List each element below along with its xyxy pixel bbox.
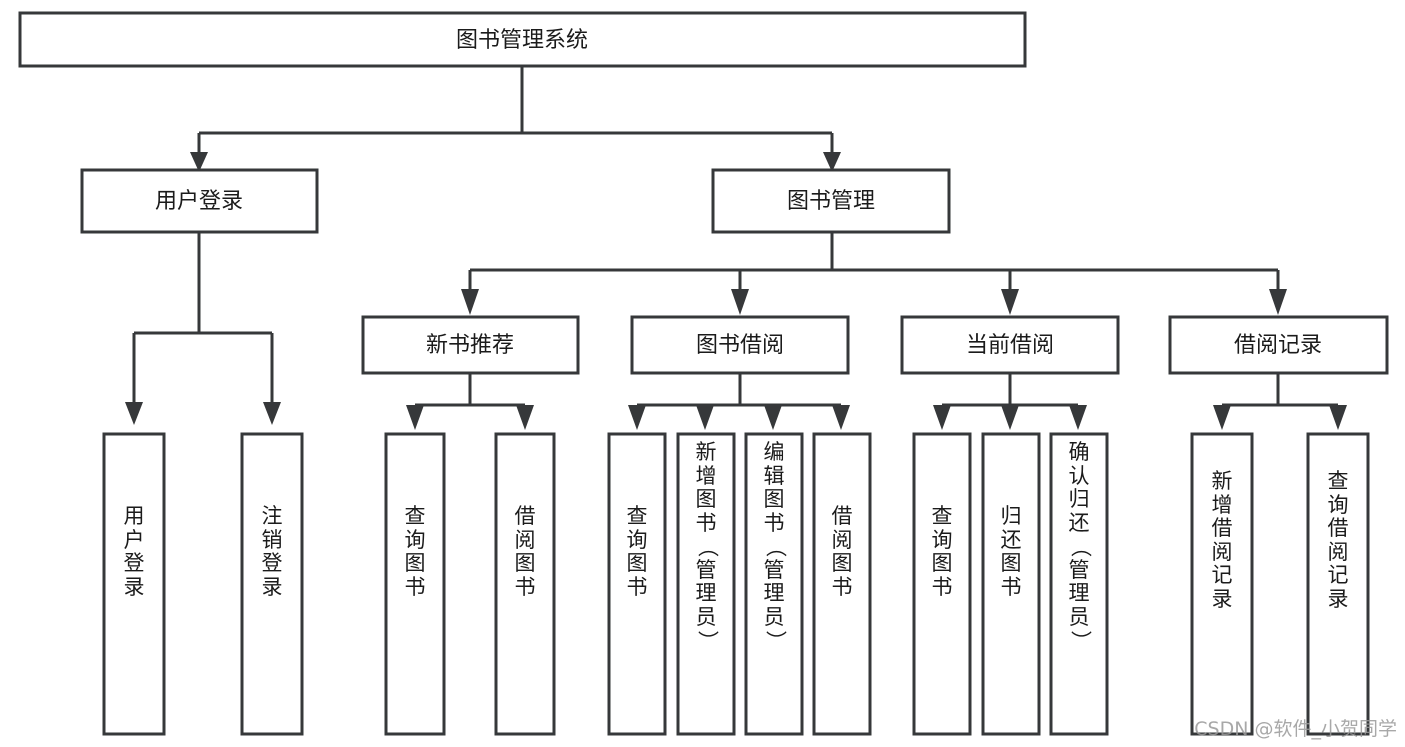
arrow-head-leaf-edit-book — [764, 405, 782, 430]
connector-layer — [125, 66, 1347, 430]
node-leaf-query-book-1-box[interactable] — [384, 432, 446, 736]
node-book-management[interactable]: 图书管理 — [711, 168, 951, 234]
node-book-borrow-box[interactable] — [630, 315, 850, 375]
arrow-head-book-management — [823, 152, 841, 172]
arrow-head-leaf-borrow-book-1 — [516, 405, 534, 430]
node-new-book-recommend-label: 新书推荐 — [426, 333, 514, 358]
arrow-head-book-borrow — [731, 289, 749, 315]
node-current-borrow[interactable]: 当前借阅 — [900, 315, 1120, 375]
node-leaf-borrow-book-2-box[interactable] — [812, 432, 872, 736]
node-leaf-query-record-box[interactable] — [1306, 432, 1370, 736]
connector-book-management-children — [468, 232, 1280, 292]
node-user-login-box[interactable] — [80, 168, 319, 234]
node-leaf-edit-book-box[interactable] — [744, 432, 804, 736]
arrow-head-leaf-return-book — [1001, 405, 1019, 430]
connector-borrow-record-children — [1220, 373, 1340, 412]
connector-root-to-level2 — [197, 66, 834, 155]
arrow-head-user-login — [190, 152, 208, 172]
node-current-borrow-box[interactable] — [900, 315, 1120, 375]
node-book-borrow-label: 图书借阅 — [696, 333, 784, 358]
node-leaf-logout-login-box[interactable] — [240, 432, 304, 736]
arrow-head-borrow-record — [1269, 289, 1287, 315]
node-leaf-add-record-box[interactable] — [1190, 432, 1254, 736]
node-borrow-record[interactable]: 借阅记录 — [1168, 315, 1389, 375]
connector-new-book-recommend-children — [413, 373, 527, 412]
node-borrow-record-label: 借阅记录 — [1234, 333, 1322, 358]
node-leaf-user-login-box[interactable] — [102, 432, 166, 736]
connector-book-borrow-children — [635, 373, 843, 412]
node-new-book-recommend[interactable]: 新书推荐 — [361, 315, 580, 375]
arrow-head-leaf-confirm-return — [1069, 405, 1087, 430]
node-root[interactable]: 图书管理系统 — [18, 11, 1027, 68]
arrow-head-leaf-add-record — [1213, 405, 1231, 430]
node-leaf-return-book-box[interactable] — [981, 432, 1041, 736]
arrow-head-leaf-query-record — [1329, 405, 1347, 430]
node-leaf-query-book-2-box[interactable] — [607, 432, 667, 736]
arrow-head-leaf-user-login — [125, 402, 143, 425]
arrow-head-current-borrow — [1001, 289, 1019, 315]
node-root-label: 图书管理系统 — [456, 28, 588, 53]
node-book-management-label: 图书管理 — [787, 189, 875, 214]
node-leaf-add-book-box[interactable] — [676, 432, 736, 736]
node-new-book-recommend-box[interactable] — [361, 315, 580, 375]
node-user-login[interactable]: 用户登录 — [80, 168, 319, 234]
arrow-head-leaf-logout-login — [263, 402, 281, 425]
arrow-head-leaf-add-book — [696, 405, 714, 430]
node-leaf-confirm-return-box[interactable] — [1049, 432, 1109, 736]
arrow-head-leaf-query-book-1 — [406, 405, 424, 430]
node-borrow-record-box[interactable] — [1168, 315, 1389, 375]
connector-user-login-children — [132, 232, 274, 405]
node-root-box[interactable] — [18, 11, 1027, 68]
arrow-head-leaf-query-book-3 — [933, 405, 951, 430]
node-user-login-label: 用户登录 — [155, 189, 243, 214]
node-current-borrow-label: 当前借阅 — [966, 333, 1054, 358]
arrow-head-new-book-recommend — [461, 289, 479, 315]
node-leaf-query-book-3-box[interactable] — [912, 432, 972, 736]
node-book-management-box[interactable] — [711, 168, 951, 234]
arrow-head-leaf-query-book-2 — [628, 405, 646, 430]
node-book-borrow[interactable]: 图书借阅 — [630, 315, 850, 375]
node-leaf-borrow-book-1-box[interactable] — [494, 432, 556, 736]
arrow-head-leaf-borrow-book-2 — [832, 405, 850, 430]
